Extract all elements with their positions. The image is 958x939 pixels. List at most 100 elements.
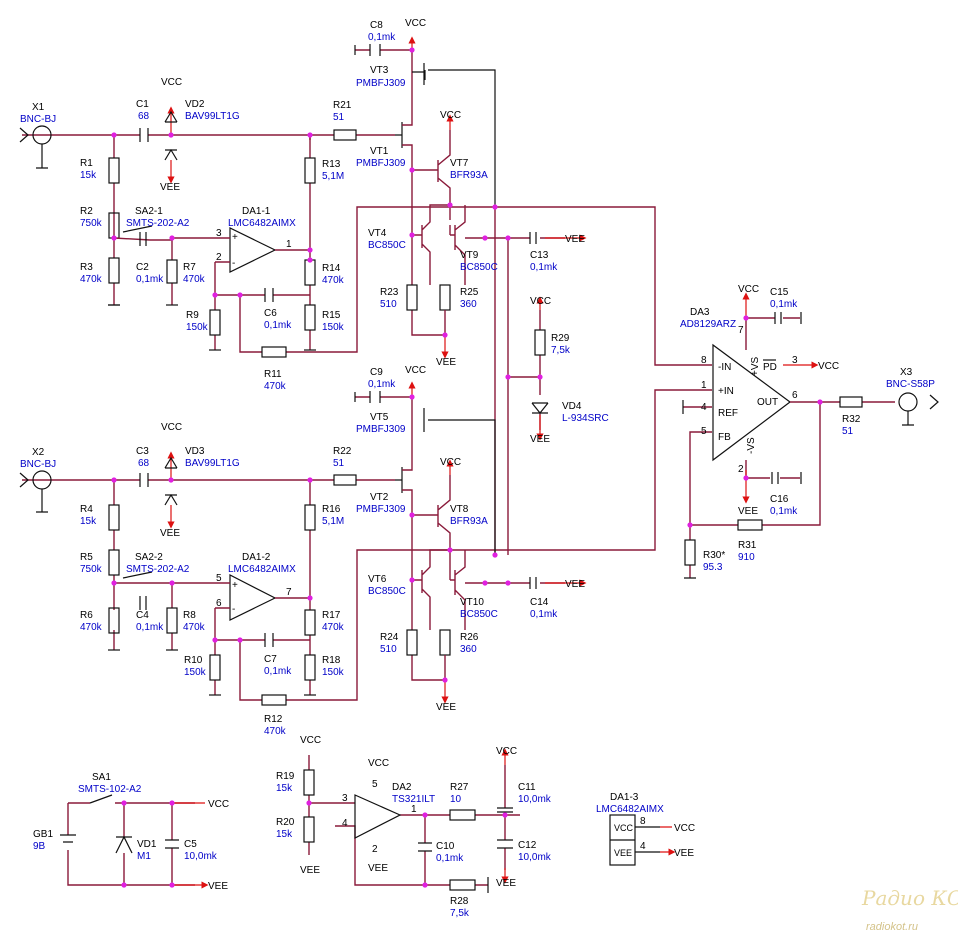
r6-ref: R6 [80, 610, 93, 621]
power-section [60, 748, 672, 893]
junction-dot [121, 882, 127, 888]
r25-val: 360 [460, 299, 477, 310]
da11-val: LMC6482AIMX [228, 218, 296, 229]
junction-dot [505, 580, 511, 586]
junction-dot [492, 552, 498, 558]
da13-pin8: 8 [640, 816, 646, 827]
gb1-ref: GB1 [33, 829, 53, 840]
junction-dot [422, 882, 428, 888]
r1-val: 15k [80, 170, 97, 181]
junction-dot [169, 235, 175, 241]
vcc-1: VCC [161, 77, 182, 88]
vt3-val: PMBFJ309 [356, 78, 406, 89]
channel-2: +- [19, 381, 712, 706]
r32-val: 51 [842, 426, 854, 437]
da3-pd: PD [763, 362, 777, 373]
vt7-val: BFR93A [450, 170, 488, 181]
da13-vcc: VCC [614, 823, 634, 833]
r5-ref: R5 [80, 552, 93, 563]
r8-val: 470k [183, 622, 206, 633]
r17-val: 470k [322, 622, 345, 633]
junction-dot [482, 235, 488, 241]
junction-dot [409, 47, 415, 53]
junction-dot [237, 292, 243, 298]
da12-pin-o: 7 [286, 587, 292, 598]
vt1-val: PMBFJ309 [356, 158, 406, 169]
c11-ref: C11 [518, 782, 536, 793]
junction-dot [121, 800, 127, 806]
r4-ref: R4 [80, 504, 93, 515]
sa1-ref: SA1 [92, 772, 111, 783]
vd2-ref: VD2 [185, 99, 205, 110]
r11-ref: R11 [264, 369, 282, 380]
vcc-da3: VCC [738, 284, 759, 295]
labels: X1 BNC-BJ C1 68 VD2 BAV99LT1G VCC VEE R1… [20, 18, 958, 933]
gb1-val: 9B [33, 841, 46, 852]
junction-dot [743, 315, 749, 321]
vd2-val: BAV99LT1G [185, 111, 240, 122]
junction-dot [743, 475, 749, 481]
r3-val: 470k [80, 274, 103, 285]
junction-dot [409, 232, 415, 238]
junction-dot [409, 394, 415, 400]
vt4-val: BC850C [368, 240, 406, 251]
r16-ref: R16 [322, 504, 341, 515]
r11-val: 470k [264, 381, 287, 392]
c7-val: 0,1mk [264, 666, 292, 677]
c5-ref: C5 [184, 839, 197, 850]
junction-dot [307, 477, 313, 483]
r13-ref: R13 [322, 159, 341, 170]
vt5-ref: VT5 [370, 412, 389, 423]
r2-ref: R2 [80, 206, 93, 217]
r9-ref: R9 [186, 310, 199, 321]
vee-r20: VEE [300, 865, 320, 876]
r30-ref: R30* [703, 550, 725, 561]
r1-ref: R1 [80, 158, 93, 169]
sa1-val: SMTS-102-A2 [78, 784, 142, 795]
r17-ref: R17 [322, 610, 341, 621]
da2-pin3: 3 [342, 793, 348, 804]
da13-vee: VEE [614, 848, 632, 858]
c15-ref: C15 [770, 287, 789, 298]
vt6-val: BC850C [368, 586, 406, 597]
da3-pin7: 7 [738, 325, 744, 336]
r12-val: 470k [264, 726, 287, 737]
r27-val: 10 [450, 794, 462, 805]
vd3-val: BAV99LT1G [185, 458, 240, 469]
junction-dot [307, 247, 313, 253]
da2-pin4: 4 [342, 818, 348, 829]
channel-1: +- [19, 36, 712, 555]
vee-2b: VEE [436, 702, 456, 713]
vcc-7: VCC [440, 110, 461, 121]
junction-dot [168, 477, 174, 483]
vee-c14: VEE [565, 579, 585, 590]
junction-dot [409, 512, 415, 518]
c3-val: 68 [138, 458, 150, 469]
vcc-da2: VCC [368, 758, 389, 769]
da3-pin6: 6 [792, 390, 798, 401]
junction-dot [442, 332, 448, 338]
sa21-ref: SA2-1 [135, 206, 163, 217]
da11-pin-m: 2 [216, 252, 222, 263]
vt5-val: PMBFJ309 [356, 424, 406, 435]
c4-ref: C4 [136, 610, 149, 621]
r15-ref: R15 [322, 310, 341, 321]
junction-dot [442, 677, 448, 683]
r22-val: 51 [333, 458, 345, 469]
da3-val: AD8129ARZ [680, 319, 736, 330]
junction-dot [687, 522, 693, 528]
c4-val: 0,1mk [136, 622, 164, 633]
c13-ref: C13 [530, 250, 549, 261]
r30-val: 95.3 [703, 562, 723, 573]
junction-dot [169, 580, 175, 586]
vt1-ref: VT1 [370, 146, 389, 157]
r5-val: 750k [80, 564, 103, 575]
c5-val: 10,0mk [184, 851, 218, 862]
r13-val: 5,1M [322, 171, 344, 182]
da3-pin1: 1 [701, 380, 707, 391]
c12-val: 10,0mk [518, 852, 552, 863]
da12-ref: DA1-2 [242, 552, 271, 563]
x2-ref: X2 [32, 447, 45, 458]
vcc-led: VCC [530, 296, 551, 307]
r29-ref: R29 [551, 333, 570, 344]
